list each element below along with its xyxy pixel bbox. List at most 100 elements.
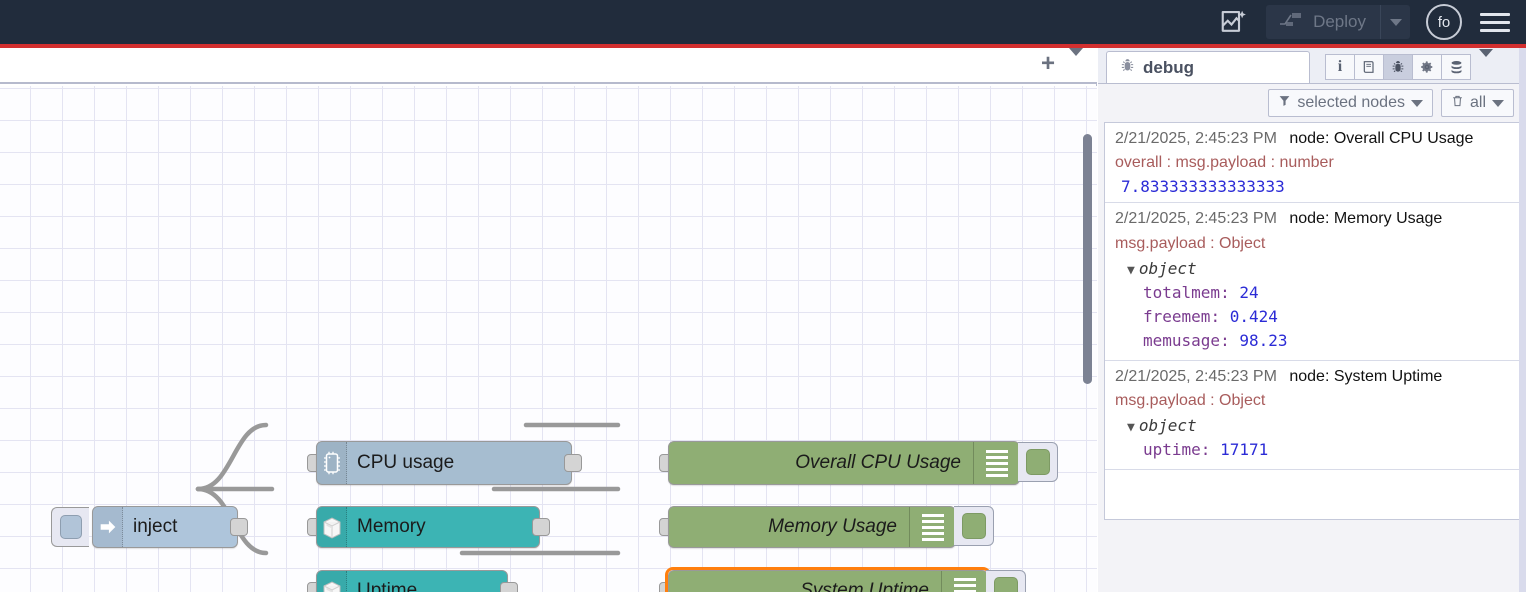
debug-entry-value: 98.23 — [1239, 330, 1288, 350]
debug-message-timestamp: 2/21/2025, 2:45:23 PM — [1115, 210, 1277, 228]
deploy-label: Deploy — [1313, 12, 1366, 31]
chevron-down-icon — [1069, 48, 1083, 73]
debug-active-indicator — [1025, 449, 1050, 475]
debug-bug-icon[interactable] — [1383, 54, 1413, 80]
filter-icon — [1278, 94, 1291, 112]
sidebar-right-edge — [1519, 48, 1526, 592]
debug-object-entry: uptime: 17171 — [1143, 440, 1269, 460]
node-debug-overall-cpu-label: Overall CPU Usage — [795, 452, 961, 473]
debug-object-root[interactable]: ▼object — [1115, 416, 1513, 435]
debug-clear-button[interactable]: all — [1440, 89, 1514, 117]
node-debug-system-uptime-body[interactable]: System Uptime — [668, 570, 988, 592]
debug-message-value: 7.833333333333333 — [1121, 177, 1285, 197]
node-uptime-output-port[interactable] — [500, 582, 518, 592]
bug-icon — [1119, 57, 1136, 79]
debug-message[interactable]: 2/21/2025, 2:45:23 PM node: Overall CPU … — [1105, 123, 1521, 204]
debug-entry-key: totalmem — [1143, 282, 1221, 302]
node-memory-body[interactable]: Memory — [316, 506, 540, 548]
sidebar-icon-group: i — [1325, 48, 1493, 83]
debug-entry-key: memusage — [1143, 330, 1221, 350]
arrow-right-icon — [93, 507, 123, 547]
debug-message-header: 2/21/2025, 2:45:23 PM node: Memory Usage — [1115, 207, 1513, 230]
node-debug-overall-cpu-toggle[interactable] — [1018, 442, 1058, 482]
debug-object-label: object — [1138, 258, 1197, 278]
inject-trigger-button[interactable] — [51, 507, 89, 547]
node-debug-system-uptime-toggle[interactable] — [986, 570, 1026, 592]
debug-node-filter-label: selected nodes — [1297, 94, 1405, 111]
node-cpu-usage-body[interactable]: CPU usage — [316, 441, 572, 485]
config-gear-icon[interactable] — [1412, 54, 1442, 80]
node-inject-output-port[interactable] — [230, 518, 248, 536]
debug-entry-value: 0.424 — [1229, 306, 1278, 326]
debug-object-root[interactable]: ▼object — [1115, 259, 1513, 278]
info-icon[interactable]: i — [1325, 54, 1355, 80]
debug-message[interactable]: 2/21/2025, 2:45:23 PM node: System Uptim… — [1105, 361, 1521, 471]
trash-icon — [1451, 94, 1464, 113]
debug-object-label: object — [1138, 416, 1197, 436]
flow-canvas[interactable]: inject CPU usage — [0, 86, 1097, 592]
expand-triangle-icon[interactable]: ▼ — [1127, 262, 1135, 278]
debug-message-source: node: Overall CPU Usage — [1289, 130, 1474, 147]
debug-message-header: 2/21/2025, 2:45:23 PM node: Overall CPU … — [1115, 127, 1513, 150]
debug-message-list[interactable]: 2/21/2025, 2:45:23 PM node: Overall CPU … — [1104, 122, 1522, 520]
debug-object-entry: freemem: 0.424 — [1143, 306, 1278, 326]
node-uptime-body[interactable]: Uptime — [316, 570, 508, 592]
debug-message-timestamp: 2/21/2025, 2:45:23 PM — [1115, 367, 1277, 385]
node-inject-body[interactable]: inject — [92, 506, 238, 548]
debug-filter-row: selected nodes all — [1098, 85, 1526, 121]
context-data-icon[interactable] — [1441, 54, 1471, 80]
node-debug-overall-cpu-body[interactable]: Overall CPU Usage — [668, 441, 1020, 485]
help-book-icon[interactable] — [1354, 54, 1384, 80]
add-flow-button[interactable]: + — [1040, 49, 1055, 77]
avatar[interactable]: fo — [1426, 4, 1462, 40]
debug-message-timestamp: 2/21/2025, 2:45:23 PM — [1115, 130, 1277, 147]
debug-message-header: 2/21/2025, 2:45:23 PM node: System Uptim… — [1115, 365, 1513, 388]
header-accent-line — [0, 44, 1526, 48]
server-box-icon — [317, 571, 347, 592]
debug-message-source: node: System Uptime — [1289, 367, 1443, 385]
deploy-button-main[interactable]: Deploy — [1266, 5, 1380, 39]
node-uptime-label: Uptime — [357, 580, 418, 592]
node-inject-label: inject — [133, 516, 178, 537]
node-debug-memory-label: Memory Usage — [768, 516, 897, 537]
server-box-icon — [317, 507, 347, 547]
avatar-initials: fo — [1437, 13, 1451, 31]
debug-lines-icon — [909, 507, 955, 547]
deploy-button[interactable]: Deploy — [1266, 5, 1410, 39]
sidebar-tab-row: debug i — [1098, 48, 1526, 84]
node-debug-memory-body[interactable]: Memory Usage — [668, 506, 956, 548]
microchip-icon — [317, 442, 347, 484]
flow-wires — [195, 422, 621, 556]
deploy-dropdown-toggle[interactable] — [1380, 5, 1410, 39]
debug-node-filter-button[interactable]: selected nodes — [1268, 89, 1433, 117]
flow-workspace: + — [0, 48, 1097, 592]
flow-tab-bar: + — [0, 48, 1097, 84]
node-memory-output-port[interactable] — [532, 518, 550, 536]
chevron-down-icon — [1492, 99, 1504, 107]
debug-message-topic: msg.payload : Object — [1115, 391, 1266, 409]
debug-object-entry: memusage: 98.23 — [1143, 330, 1288, 350]
debug-active-indicator — [961, 513, 986, 539]
node-cpu-usage-label: CPU usage — [357, 452, 455, 473]
tab-debug-label: debug — [1143, 57, 1194, 77]
debug-lines-icon — [973, 442, 1019, 484]
expand-triangle-icon[interactable]: ▼ — [1127, 420, 1135, 436]
hamburger-menu-icon[interactable] — [1480, 7, 1510, 37]
tab-debug[interactable]: debug — [1106, 51, 1310, 83]
flow-assistant-icon[interactable] — [1212, 4, 1256, 40]
sidebar-panel: debug i — [1098, 48, 1526, 592]
flow-tab-menu-button[interactable] — [1069, 48, 1083, 74]
sidebar-more-button[interactable] — [1479, 48, 1493, 78]
debug-message-topic: msg.payload : Object — [1115, 234, 1266, 252]
top-header-bar: Deploy fo — [0, 0, 1526, 44]
node-debug-memory-toggle[interactable] — [954, 506, 994, 546]
wire-inject-to-cpu — [195, 422, 269, 492]
node-cpu-output-port[interactable] — [564, 454, 582, 472]
canvas-vertical-scrollbar[interactable] — [1083, 134, 1092, 384]
debug-active-indicator — [993, 577, 1018, 592]
debug-message[interactable]: 2/21/2025, 2:45:23 PM node: Memory Usage… — [1105, 203, 1521, 361]
debug-message-source: node: Memory Usage — [1289, 210, 1443, 228]
debug-message-topic: overall : msg.payload : number — [1115, 154, 1334, 172]
chevron-down-icon — [1479, 48, 1493, 74]
